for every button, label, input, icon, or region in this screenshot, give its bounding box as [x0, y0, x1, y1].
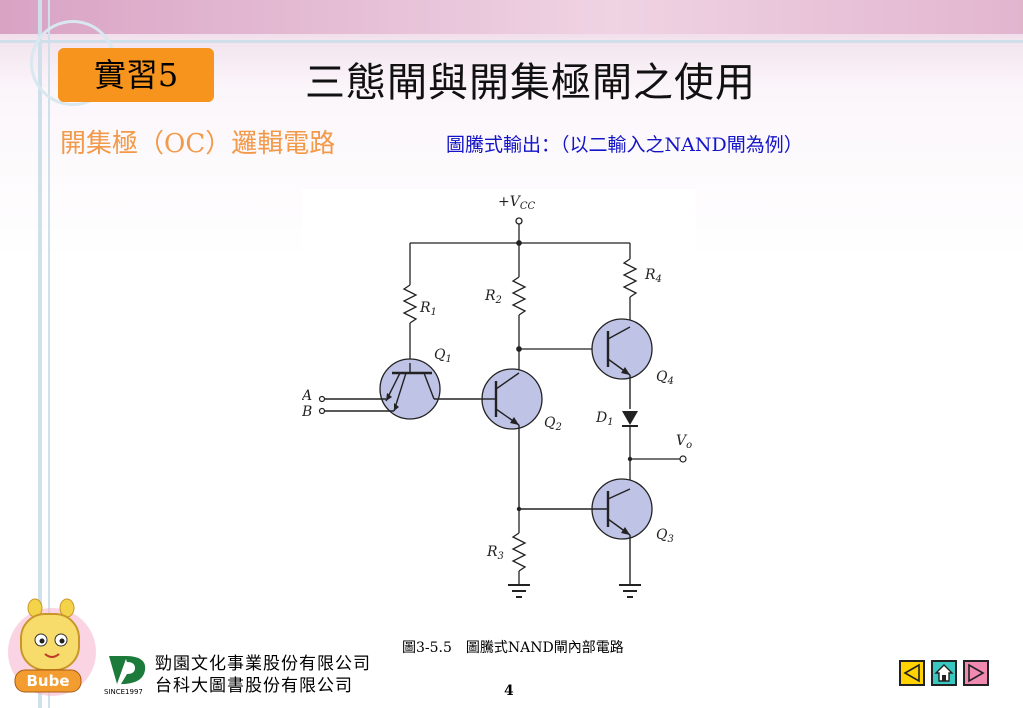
diode-d1 [622, 411, 687, 489]
q3-label: Q3 [656, 527, 674, 545]
home-button[interactable] [931, 660, 957, 686]
circuit-diagram: +VCC A B Vo R1 R2 R3 R4 Q1 Q2 Q3 Q4 D1 [300, 189, 696, 607]
slide-subtitle: 開集極（OC）邏輯電路 [60, 129, 336, 159]
slide-title: 三態閘與開集極閘之使用 [305, 60, 756, 106]
input-a-label: A [302, 388, 312, 404]
transistor-q4 [591, 318, 653, 409]
q4-label: Q4 [656, 369, 674, 387]
home-icon [934, 664, 954, 682]
figure-caption: 圖3-5.5 圖騰式NAND閘內部電路 [402, 640, 624, 656]
r2-label: R2 [484, 288, 502, 306]
publisher-logo [109, 656, 146, 684]
transistor-q2 [480, 368, 543, 509]
top-decor-band [0, 0, 1023, 34]
triangle-left-icon [903, 663, 920, 683]
input-b-label: B [302, 404, 312, 420]
r1-label: R1 [419, 300, 437, 318]
page-number: 4 [504, 683, 514, 699]
next-slide-button[interactable] [963, 660, 989, 686]
transistor-q1 [318, 358, 480, 420]
vcc-label: +VCC [498, 194, 535, 212]
triangle-right-icon [968, 663, 985, 683]
q2-label: Q2 [544, 415, 562, 433]
mascot-logo: Bube [8, 598, 96, 696]
vo-label: Vo [676, 433, 692, 451]
prev-slide-button[interactable] [899, 660, 925, 686]
d1-label: D1 [595, 410, 614, 428]
r3-label: R3 [486, 544, 504, 562]
decor-horizontal-line [0, 40, 1023, 43]
mascot-text: Bube [26, 672, 69, 690]
publisher-line1: 勁園文化事業股份有限公司 [155, 654, 371, 674]
q1-label: Q1 [434, 347, 452, 365]
decor-vertical-line [48, 0, 50, 708]
r4-label: R4 [644, 267, 662, 285]
circuit-svg: +VCC A B Vo R1 R2 R3 R4 Q1 Q2 Q3 Q4 D1 [300, 194, 692, 598]
publisher-names: 勁園文化事業股份有限公司 台科大圖書股份有限公司 [155, 653, 371, 697]
transistor-q3 [516, 478, 653, 585]
decor-vertical-line [38, 0, 42, 708]
publisher-line2: 台科大圖書股份有限公司 [155, 676, 353, 696]
lesson-badge: 實習5 [58, 48, 214, 102]
diagram-note: 圖騰式輸出：（以二輸入之NAND閘為例） [446, 134, 803, 156]
publisher-since: SINCE1997 [104, 688, 143, 696]
